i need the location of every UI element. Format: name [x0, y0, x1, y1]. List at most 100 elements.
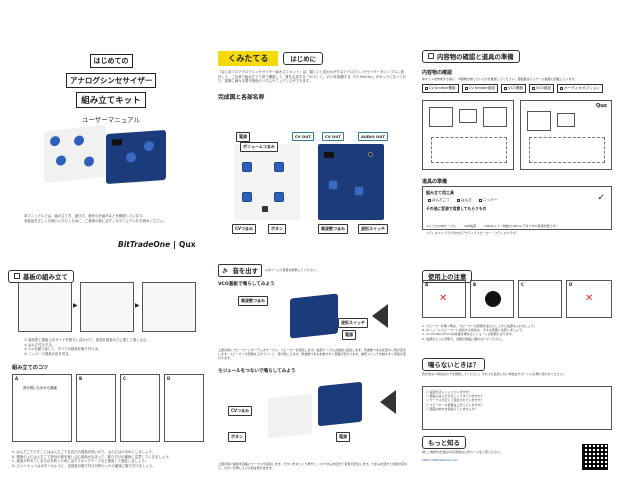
tip-figure-c: C — [120, 374, 160, 442]
checkbox-icon — [457, 199, 461, 202]
mod-label-cv: CVつまみ — [228, 406, 253, 416]
tip-caption: 背が低いものから実装 — [23, 386, 57, 390]
checkbox-icon — [425, 87, 428, 91]
brand-qux: Qux — [178, 240, 196, 249]
vco-label-freq: 周波数つまみ — [238, 296, 268, 306]
usage-figure-b: B — [470, 280, 514, 318]
cover-title-line1: はじめての — [89, 54, 133, 68]
qr-code-icon[interactable] — [582, 444, 608, 470]
label-power: 電源 — [236, 132, 250, 142]
cv-board-figure — [268, 393, 312, 439]
item-vco-parts[interactable]: VCO部品 — [529, 84, 555, 94]
mod-desc: 上図の様に結線を基板にケーブルを接続します。ボタンをゆっくり押すと、CVつまみを… — [218, 462, 408, 471]
item-cv-emitter-parts[interactable]: CV Emitter部品 — [461, 84, 499, 94]
usage-figures: A✕ B C D✕ — [422, 280, 614, 320]
push-button — [262, 206, 268, 212]
usage-title: 使用上の注意 — [428, 273, 467, 281]
item-vco-board[interactable]: VCO基板 — [501, 84, 527, 94]
vco-chip — [324, 152, 334, 158]
qux-logo: Qux — [595, 103, 607, 109]
oto-title: 音を出す — [232, 267, 259, 275]
vco-label-power: 電源 — [342, 330, 356, 340]
vco-title: VCO基板で鳴らしてみよう — [218, 282, 275, 287]
speaker-figure — [372, 304, 388, 328]
checkbox-icon: ☐ — [426, 394, 429, 399]
cv-knob-4 — [274, 192, 284, 202]
more-url[interactable]: https://bittradeone.com — [422, 458, 458, 462]
vco-knob-2 — [354, 186, 364, 196]
item-cv-emitter-board[interactable]: CV Emitter基板 — [422, 84, 459, 94]
label-button: ボタン — [268, 224, 286, 234]
usage-figure-c: C — [518, 280, 562, 318]
freq-knob — [328, 180, 338, 190]
check-item-2[interactable]: ☐ 部品のはんだが正しくできていますか？ — [426, 394, 484, 399]
item-audio-option[interactable]: オーディオオプション — [557, 84, 603, 94]
tip-figure-d: D — [164, 374, 204, 442]
usage-figure-d: D✕ — [566, 280, 612, 318]
mod-label-button: ボタン — [228, 432, 246, 442]
cv-knob-1 — [242, 162, 252, 172]
usage-note-a: A. スピーカーを繋ぐ時は、スピーカーの音量を最小にしてから電源を入れましょう。 — [422, 324, 537, 328]
label-cv-knob: CVつまみ — [232, 224, 257, 234]
checkbox-icon — [560, 87, 564, 91]
check-item-4[interactable]: ☐ スピーカーの音量は上がっていますか？ — [426, 402, 484, 407]
cover-note: 本マニュアルでは、組み立て方、遊び方、動作の仕組みなどを解説しています。 本製品… — [24, 214, 194, 223]
mod-title: モジュールをつないで鳴らしてみよう — [218, 369, 296, 374]
assembly-intro-panel: くみたてる はじめに 「はじめてのアナログシンセサイザー組み立てキット」は、難し… — [218, 44, 408, 254]
brand-bittradeone: BitTradeOne — [118, 240, 171, 249]
check-mark-icon: ✓ — [597, 193, 605, 203]
intro-text: 「はじめてのアナログシンセサイザー組み立てキット」は、難しいと言われがちなアナロ… — [218, 70, 407, 84]
cover-subtitle: ユーザーマニュアル — [81, 116, 141, 124]
make-sound-panel: 🔈 音を出す ※次ページで音量を調整してください。 VCO基板で鳴らしてみよう … — [218, 264, 410, 494]
checkbox-icon — [428, 199, 431, 202]
board-assembly-panel: 基板の組み立て ▶ ▶ ① 部品表と基板上のガイドを照らし合わせて、部品を基板の… — [8, 264, 208, 494]
arrow-right-icon: ▶ — [135, 302, 140, 309]
not-sound-checklist: ☐ 電源が正しく入っていますか？ ☐ 部品のはんだが正しくできていますか？ ☐ … — [422, 386, 612, 430]
vco-figure — [318, 144, 384, 220]
vco-desc: 上図の様にスピーカーにオーディオケーブル、スピーカーを接続します。電源ケーブルは… — [218, 348, 406, 361]
contents-title: 内容物の確認と道具の準備 — [437, 52, 514, 61]
tip-figure-b: B — [76, 374, 116, 442]
speaker-figure-2 — [380, 390, 396, 414]
cover-panel: はじめての アナログシンセサイザー 組み立てキット ユーザーマニュアル 本マニュ… — [8, 8, 203, 249]
tool-nipper[interactable]: ニッパー — [477, 197, 499, 204]
usage-figure-a: A✕ — [422, 280, 466, 318]
contents-panel: 内容物の確認と道具の準備 内容物の確認 本キットを作成する前に、内容物が揃ってい… — [422, 44, 614, 254]
hajimeni-header: はじめに — [283, 52, 323, 65]
tool-solder[interactable]: はんだ — [455, 197, 474, 204]
check-title: 内容物の確認 — [422, 70, 453, 76]
tool-soldering-iron[interactable]: はんだごて — [426, 197, 452, 204]
tools-subtitle: 組み立て用工具 — [426, 190, 454, 195]
mod-label-power: 電源 — [336, 432, 350, 442]
check-item-3[interactable]: ☐ ケーブルが正しく接続されていますか？ — [426, 398, 484, 403]
arrow-right-icon: ▶ — [73, 302, 78, 309]
cover-photo-cv-emitter — [44, 124, 106, 184]
contents-header: 内容物の確認と道具の準備 — [422, 49, 520, 63]
check-item-1[interactable]: ☐ 電源が正しく入っていますか？ — [426, 390, 472, 394]
cover-title-line2: アナログシンセサイザー — [66, 73, 157, 88]
not-sound-header: 鳴らないときは？ — [422, 358, 486, 371]
check-item-5[interactable]: ☐ 部品の向きを間違えていませんか？ — [426, 406, 478, 411]
tools-box: 組み立て用工具 はんだごて はんだ ニッパー その他に音源で用意してもらうもの … — [422, 186, 612, 235]
tips-text: A. はんだごてやすことははんだごてを自己の部品が熱いので、はんだは少なめにしま… — [12, 450, 204, 468]
kiban-step-3: ③ ①②を繰り返して、すべての部品を取り付ける。 — [24, 347, 102, 352]
label-freq-knob: 周波数つまみ — [318, 224, 348, 234]
checklist-icon — [428, 53, 434, 59]
cover-title-line3: 組み立てキット — [76, 92, 146, 108]
speaker-icon: 🔈 — [222, 267, 230, 274]
tips-figures: A 背が低いものから実装 B C D — [12, 374, 204, 444]
usage-header: 使用上の注意 — [422, 270, 473, 283]
cover-brand: BitTradeOne Qux — [118, 240, 196, 249]
kiban-step-4: ④ ニッパーで部品の足を切る。 — [24, 351, 72, 356]
assembly-steps-figure: ▶ ▶ — [18, 282, 198, 334]
hajimeni-label: はじめに — [290, 55, 316, 63]
checkbox-icon: ☐ — [426, 402, 429, 407]
extra-item-3: USBタイプ（市販のUSB ACアダプタや使用可能です） — [484, 224, 559, 228]
checkbox-icon — [478, 199, 482, 202]
checkbox-icon: ☐ — [426, 390, 429, 394]
oto-header: 🔈 音を出す ※次ページで音量を調整してください。 — [218, 264, 410, 277]
checkbox-icon: ☐ — [426, 398, 429, 403]
usage-notes: A. スピーカーを繋ぐ時は、スピーカーの音量を最小にしてから電源を入れましょう。… — [422, 324, 612, 341]
board-icon — [14, 273, 20, 279]
cv-knob-2 — [274, 162, 284, 172]
